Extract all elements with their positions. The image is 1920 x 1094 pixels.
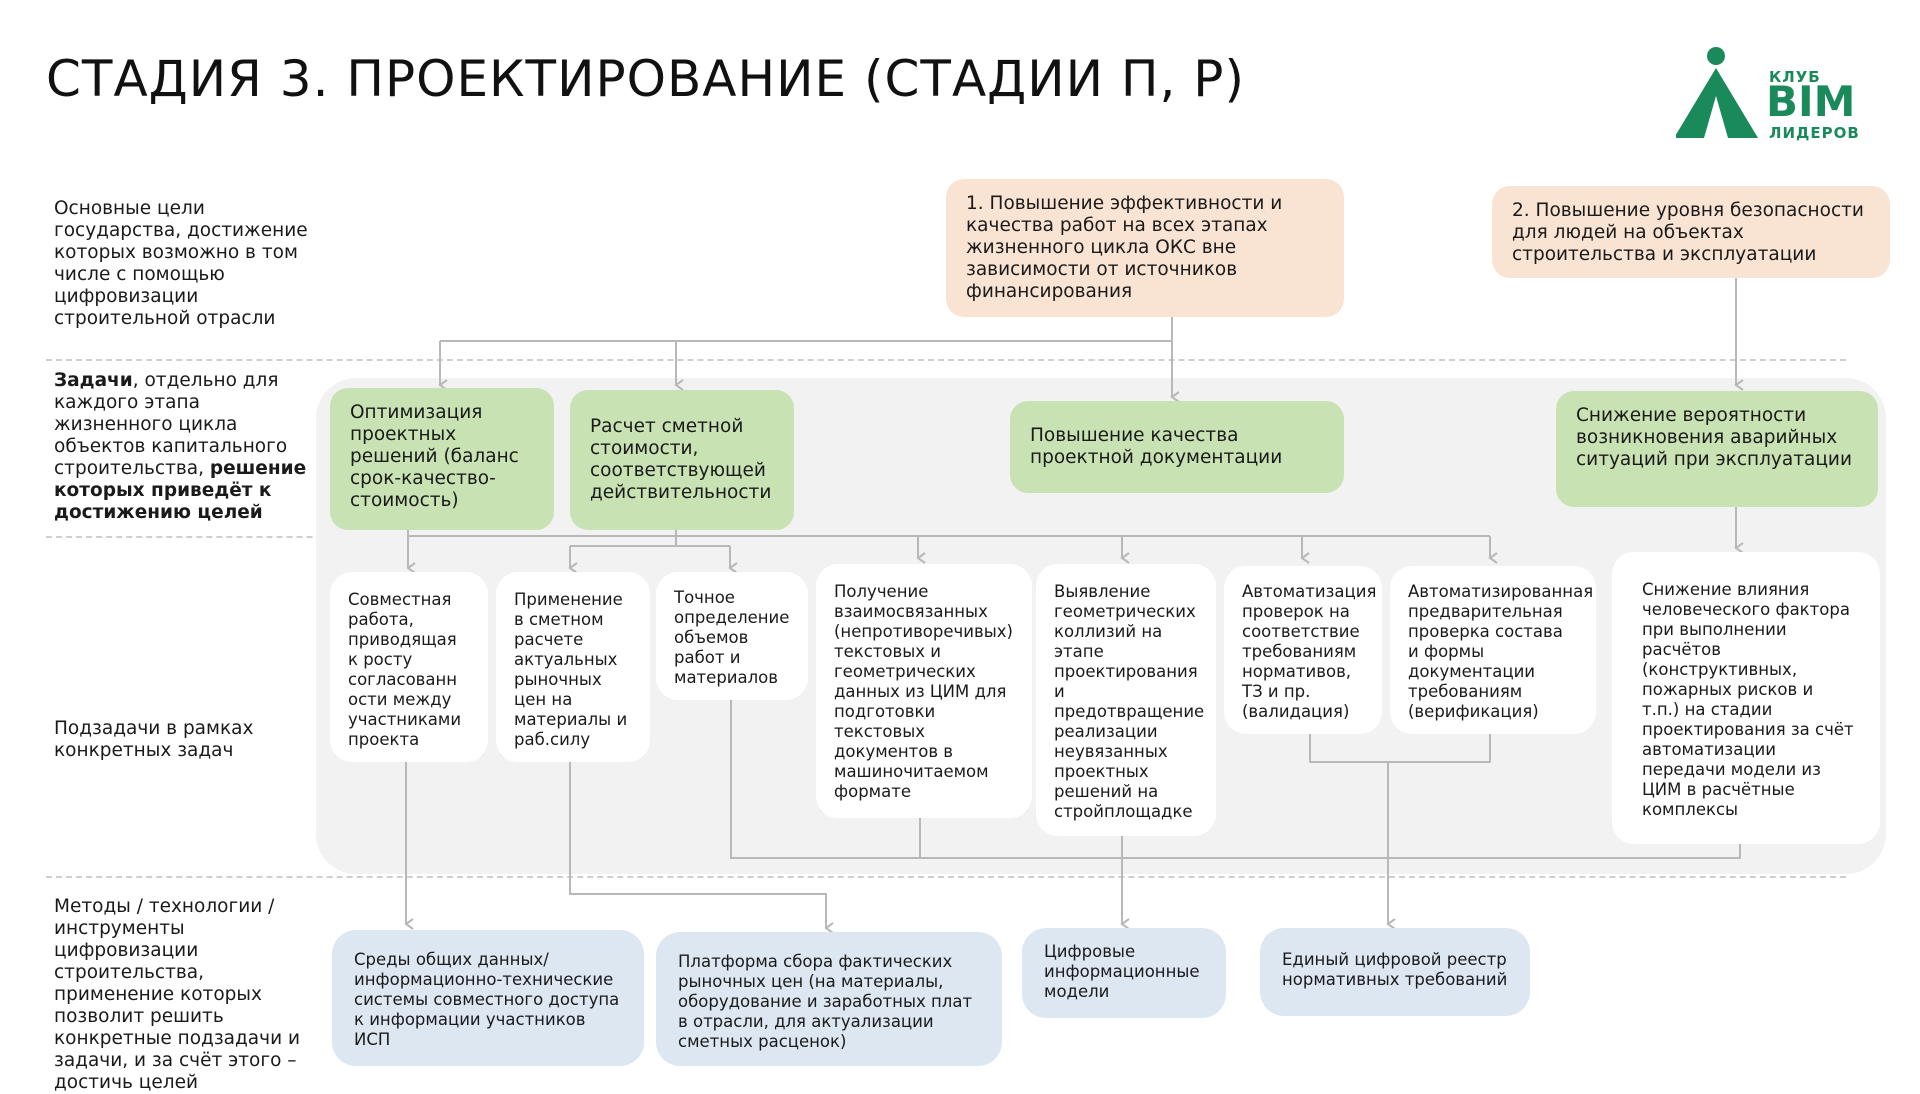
subtask-card-volumes: Точное определение объемов работ и матер… xyxy=(656,572,808,700)
task-card-doc-quality: Повышение качества проектной документаци… xyxy=(1010,401,1344,493)
subtask-card-human-factor: Снижение влияния человеческого фактора п… xyxy=(1612,552,1880,844)
subtask-card-linked-data: Получение взаимосвязанных (непротиворечи… xyxy=(816,564,1032,818)
row-separator xyxy=(46,876,1846,878)
tasks-label-bold-end: решение которых приведёт к достижению це… xyxy=(54,458,307,523)
subtask-card-market-prices: Применение в сметном расчете актуальных … xyxy=(496,572,650,762)
method-card-digital-models: Цифровые информационные модели xyxy=(1022,928,1226,1018)
row-separator xyxy=(46,359,1846,361)
subtask-card-validation: Автоматизация проверок на соответствие т… xyxy=(1224,566,1382,734)
task-card-accident-risk: Снижение вероятности возникновения авари… xyxy=(1556,391,1878,507)
task-card-estimate: Расчет сметной стоимости, соответствующе… xyxy=(570,390,794,530)
logo-mark-icon xyxy=(1674,47,1758,138)
bim-club-logo: КЛУБ BIM ЛИДЕРОВ xyxy=(1674,46,1876,146)
method-card-price-platform: Платформа сбора фактических рыночных цен… xyxy=(656,932,1002,1066)
subtask-card-collaboration: Совместная работа, приводящая к росту со… xyxy=(330,572,488,762)
subtask-card-collisions: Выявление геометрических коллизий на эта… xyxy=(1036,564,1216,836)
goal-card-safety: 2. Повышение уровня безопасности для люд… xyxy=(1492,186,1890,278)
method-card-norms-registry: Единый цифровой реестр нормативных требо… xyxy=(1260,928,1530,1016)
tasks-label-bold: Задачи xyxy=(54,370,133,391)
tasks-row-label: Задачи, отдельно для каждого этапа жизне… xyxy=(54,370,314,524)
logo-text-leaders: ЛИДЕРОВ xyxy=(1769,124,1860,142)
task-card-optimization: Оптимизация проектных решений (баланс ср… xyxy=(330,388,554,530)
method-card-cde: Среды общих данных/информационно-техниче… xyxy=(332,930,644,1066)
logo-text-club: КЛУБ xyxy=(1769,68,1821,86)
page-title: СТАДИЯ 3. ПРОЕКТИРОВАНИЕ (СТАДИИ П, Р) xyxy=(46,50,1245,108)
subtasks-row-label: Подзадачи в рамках конкретных задач xyxy=(54,718,254,761)
goal-card-efficiency: 1. Повышение эффективности и качества ра… xyxy=(946,179,1344,317)
logo-text-bim: BIM xyxy=(1766,77,1856,126)
goals-row-label: Основные цели государства, достижение ко… xyxy=(54,198,308,329)
subtask-card-verification: Автоматизированная предварительная прове… xyxy=(1390,566,1596,734)
tasks-label-text: , отдельно для каждого этапа жизненного … xyxy=(54,370,288,479)
